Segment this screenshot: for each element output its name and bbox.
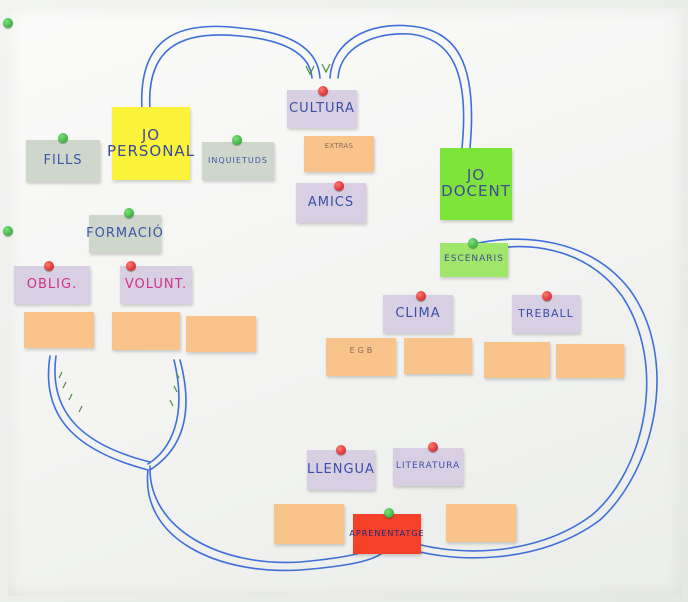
note-oblig-label: OBLIG. [26, 277, 78, 293]
note-oblig: OBLIG. [14, 266, 90, 304]
note-fills: FILLS [26, 140, 100, 182]
green-pin [3, 18, 13, 28]
note-cultura-label: CULTURA [289, 101, 355, 117]
green-pin [232, 135, 242, 145]
red-pin [336, 445, 346, 455]
peach-note [404, 338, 472, 374]
peach-note [274, 504, 344, 544]
note-formacio-label: FORMACIÓ [86, 226, 164, 242]
note-extras: EXTRAS [304, 136, 374, 172]
note-volunt: VOLUNT. [120, 266, 192, 304]
note-egb: E G B [326, 338, 396, 376]
peach-note [446, 504, 516, 542]
green-pin [468, 238, 478, 248]
note-jo-docent-label: JO DOCENT [441, 166, 511, 200]
note-literatura: LITERATURA [393, 448, 463, 486]
note-jo-personal: JO PERSONAL [107, 107, 194, 180]
note-clima-label: CLIMA [395, 306, 441, 322]
note-escenaris-label: ESCENARIS [444, 254, 504, 265]
peach-note [484, 342, 550, 378]
note-escenaris: ESCENARIS [440, 243, 508, 277]
red-pin [318, 86, 328, 96]
note-llengua: LLENGUA [307, 450, 375, 490]
red-pin [126, 261, 136, 271]
note-inquietuds-label: INQUIETUDS [208, 155, 268, 165]
note-aprenentatge-label: APRENENTATGE [349, 528, 425, 538]
note-amics: AMICS [296, 183, 366, 223]
note-clima: CLIMA [383, 295, 453, 333]
note-jo-docent: JO DOCENT [440, 148, 512, 220]
red-pin [44, 261, 54, 271]
note-llengua-label: LLENGUA [307, 462, 375, 478]
green-pin [124, 208, 134, 218]
green-pin [58, 133, 68, 143]
note-egb-label: E G B [349, 346, 373, 355]
note-treball: TREBALL [512, 295, 580, 333]
red-pin [416, 291, 426, 301]
note-amics-label: AMICS [307, 195, 355, 211]
note-formacio: FORMACIÓ [86, 215, 164, 253]
note-literatura-label: LITERATURA [395, 461, 461, 472]
peach-note [556, 344, 624, 378]
green-pin [3, 226, 13, 236]
red-pin [334, 181, 344, 191]
note-treball-label: TREBALL [518, 307, 574, 321]
red-pin [542, 291, 552, 301]
note-extras-label: EXTRAS [324, 142, 354, 150]
green-pin [384, 508, 394, 518]
peach-note [24, 312, 94, 348]
note-cultura: CULTURA [287, 90, 357, 128]
red-pin [428, 442, 438, 452]
note-aprenentatge: APRENENTATGE [349, 514, 424, 554]
peach-note [186, 316, 256, 352]
note-inquietuds: INQUIETUDS [202, 142, 274, 180]
note-fills-label: FILLS [43, 153, 83, 169]
peach-note [112, 312, 180, 350]
note-jo-personal-label: JO PERSONAL [106, 125, 196, 160]
note-volunt-label: VOLUNT. [124, 277, 188, 293]
